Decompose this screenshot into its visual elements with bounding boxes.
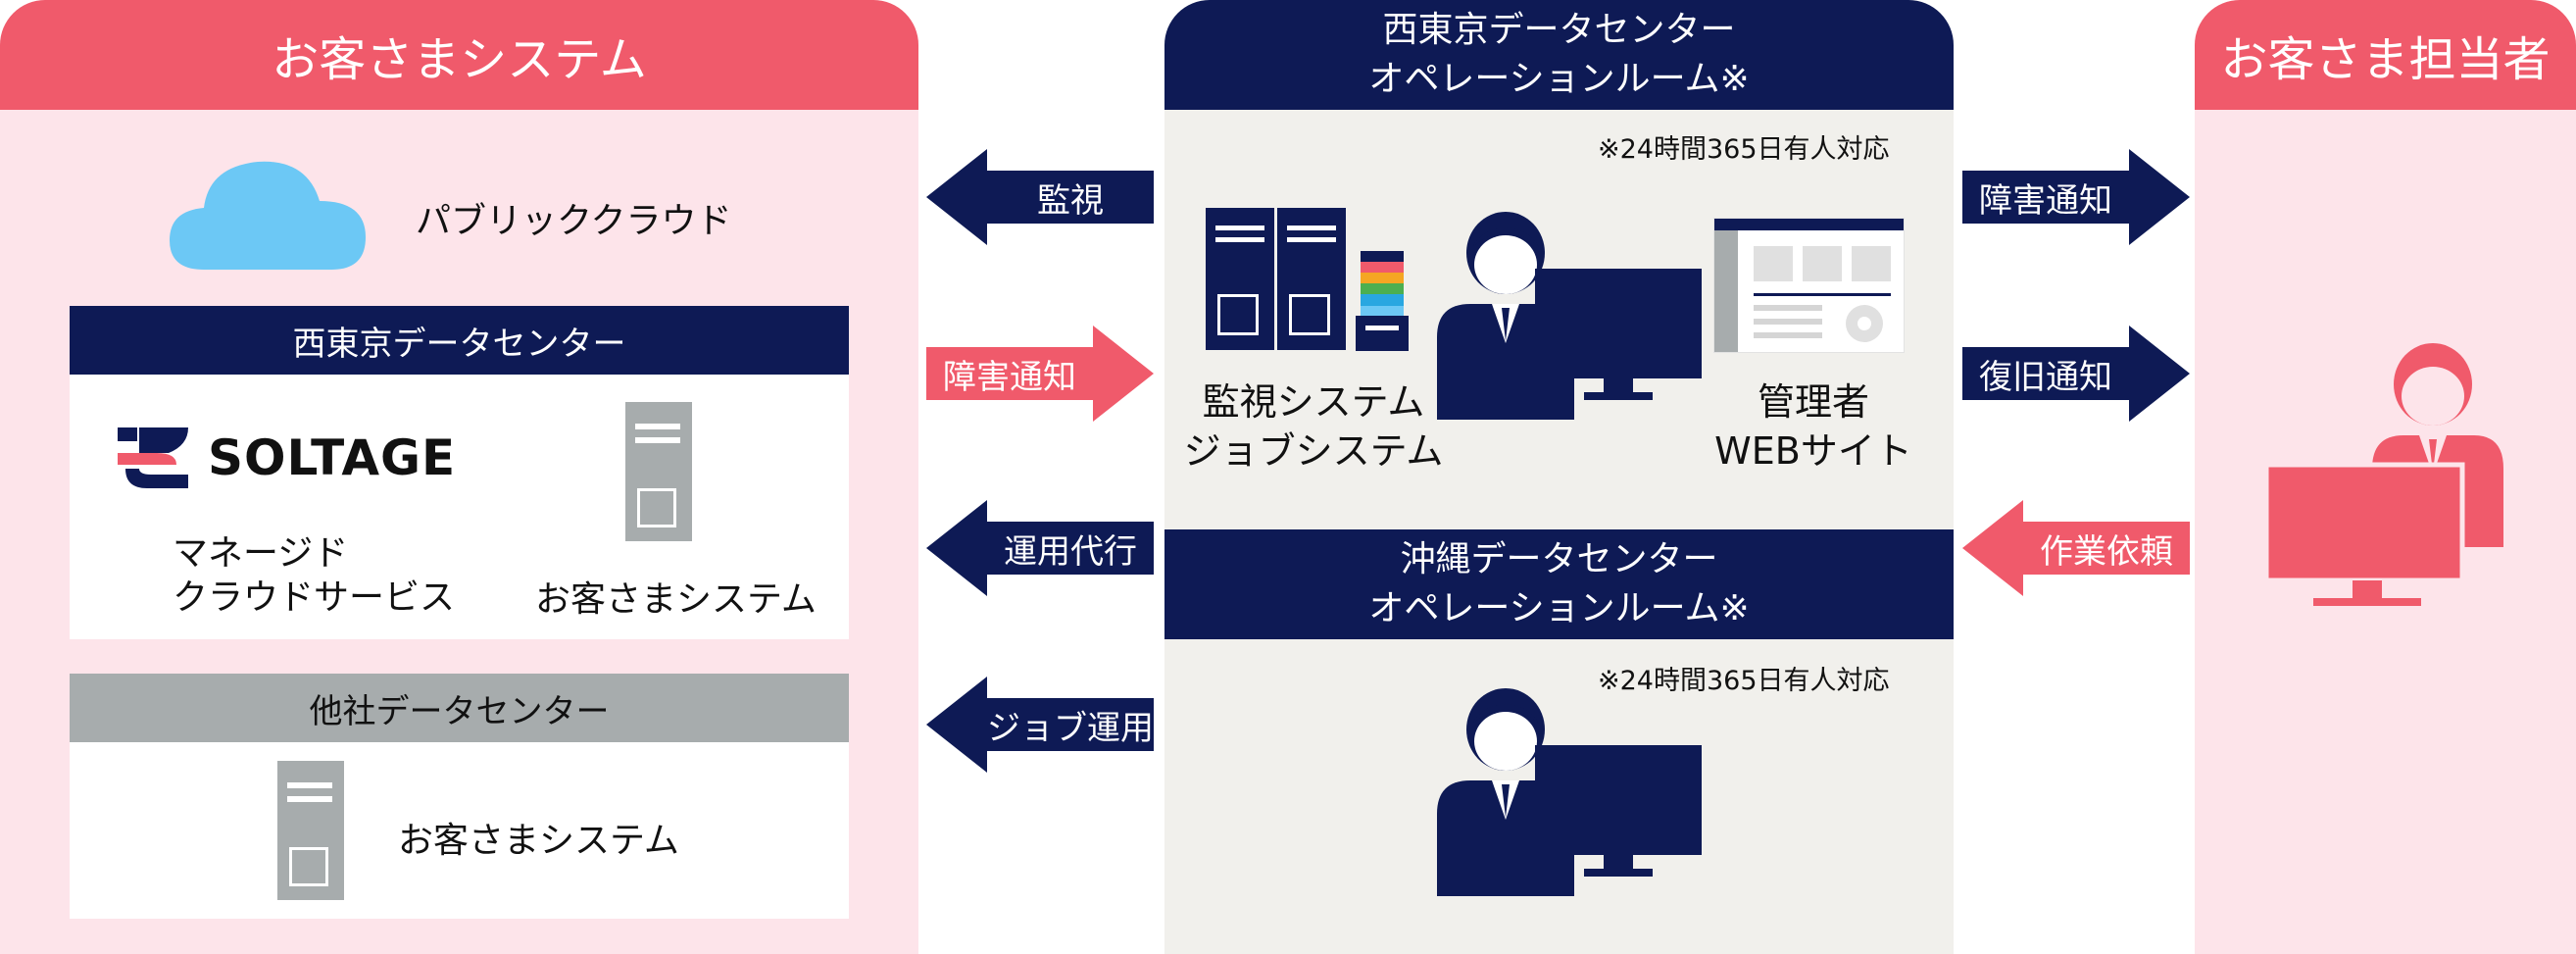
operator-icon [1437, 688, 1702, 896]
okinawa-ops-title-line1: 沖縄データセンター [1400, 539, 1718, 579]
west-tokyo-ops-title-line1: 西東京データセンター [1382, 10, 1736, 50]
recovery-notification-arrow: 復旧通知 [1962, 326, 2190, 422]
west-tokyo-ops-title: 西東京データセンター オペレーションルーム※ [1164, 0, 1954, 110]
operator-icon [1437, 212, 1702, 420]
customer-system-label-1: お客さまシステム [535, 579, 817, 620]
soltage-brand: SOLTAGE [208, 429, 457, 486]
staffed-note: ※24時間365日有人対応 [1598, 134, 1890, 165]
job-ops-arrow: ジョブ運用 [926, 677, 1154, 773]
ops-proxy-arrow: 運用代行 [926, 500, 1154, 596]
customer-system-label-2: お客さまシステム [398, 821, 679, 861]
monitor-arrow: 監視 [926, 149, 1154, 245]
cloud-icon [170, 161, 366, 270]
managed-service-line1: マネージド [173, 533, 349, 574]
server-rack-icon [1206, 208, 1274, 350]
okinawa-ops-title-line2: オペレーションルーム※ [1368, 588, 1750, 628]
customer-system-title: お客さまシステム [0, 0, 918, 110]
west-tokyo-dc-title: 西東京データセンター [70, 306, 849, 375]
fault-notification-arrow: 障害通知 [926, 326, 1154, 422]
west-tokyo-ops-title-line2: オペレーションルーム※ [1368, 59, 1750, 99]
public-cloud-label: パブリッククラウド [416, 201, 732, 241]
okinawa-ops-title: 沖縄データセンター オペレーションルーム※ [1164, 529, 1954, 639]
customer-staff-icon [2266, 343, 2503, 606]
server-icon [625, 402, 692, 541]
admin-website-icon [1713, 218, 1905, 353]
server-rack-icon [1277, 208, 1346, 350]
okinawa-staffed-note: ※24時間365日有人対応 [1598, 666, 1890, 696]
other-dc-box [70, 742, 849, 919]
managed-service-line2: クラウドサービス [173, 577, 456, 618]
admin-website-label: 管理者 WEBサイト [1714, 380, 1912, 473]
work-request-arrow: 作業依頼 [1962, 500, 2190, 596]
other-dc-title: 他社データセンター [70, 674, 849, 742]
signal-tower-icon [1361, 251, 1404, 318]
soltage-logo-icon [118, 427, 188, 488]
monitor-system-label: 監視システム ジョブシステム [1183, 380, 1444, 473]
customer-staff-title: お客さま担当者 [2195, 0, 2576, 110]
west-tokyo-dc-box [70, 375, 849, 639]
server-icon [277, 761, 344, 900]
fault-notification-out-arrow: 障害通知 [1962, 149, 2190, 245]
